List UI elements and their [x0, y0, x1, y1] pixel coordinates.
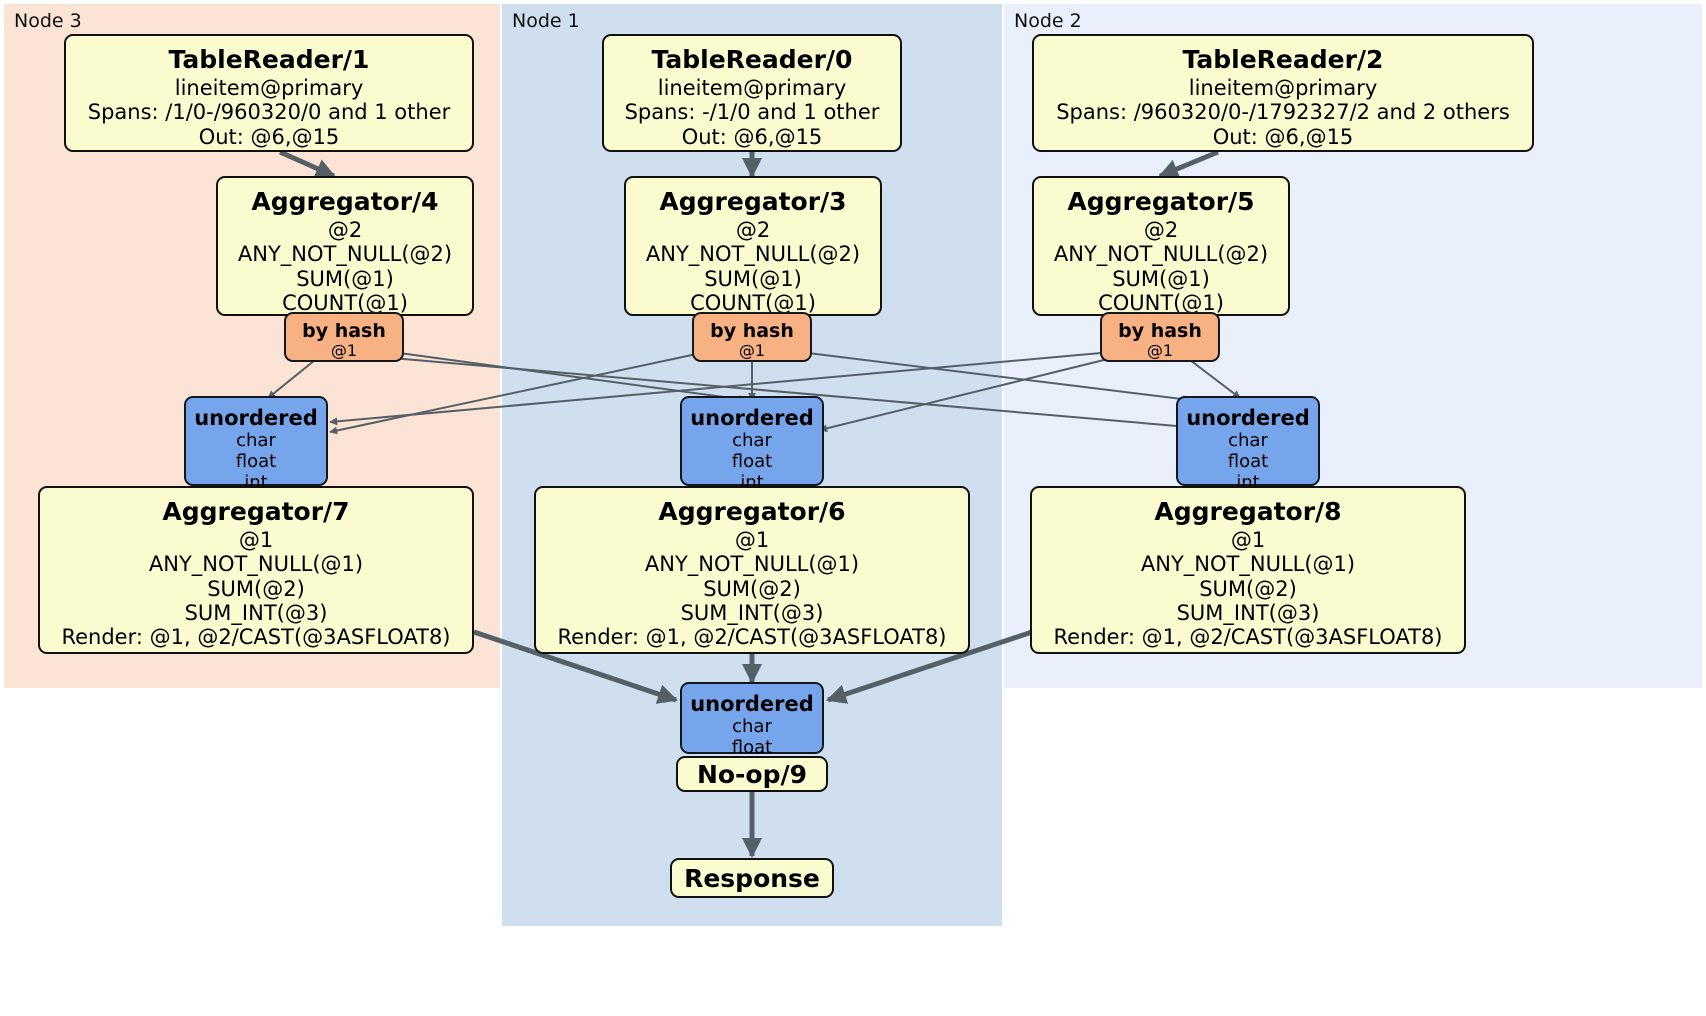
node-title: TableReader/0: [651, 45, 853, 74]
node-title: unordered: [194, 406, 318, 430]
edge-hashL-unorderedC: [391, 351, 747, 403]
edge-hashL-unorderedL: [267, 359, 316, 399]
node-line: ANY_NOT_NULL(@1): [1140, 552, 1356, 577]
node-unordered-left[interactable]: unordered char float int: [184, 396, 328, 493]
node-line: SUM(@2): [207, 576, 305, 601]
node-line: @2: [1143, 218, 1179, 242]
node-line: lineitem@primary: [1188, 76, 1378, 100]
node-line: char: [732, 430, 772, 452]
node-line: SUM(@2): [1199, 576, 1297, 601]
node-title: by hash: [710, 320, 794, 342]
node-title: Aggregator/5: [1067, 187, 1255, 216]
node-line: Spans: /1/0-/960320/0 and 1 other: [87, 100, 451, 125]
node-line: SUM(@1): [296, 266, 394, 291]
edge-hashR-unorderedL: [329, 351, 1113, 426]
node-line: Spans: -/1/0 and 1 other: [624, 100, 880, 125]
node-aggregator-3[interactable]: Aggregator/3 @2 ANY_NOT_NULL(@2) SUM(@1)…: [624, 176, 882, 316]
node-line: SUM_INT(@3): [1176, 601, 1320, 626]
node-aggregator-8[interactable]: Aggregator/8 @1 ANY_NOT_NULL(@1) SUM(@2)…: [1030, 486, 1466, 654]
node-noop-9[interactable]: No-op/9: [676, 756, 828, 792]
node-line: COUNT(@1): [690, 291, 816, 316]
node-title: TableReader/2: [1182, 45, 1384, 74]
node-line: lineitem@primary: [174, 76, 364, 100]
node-line: Spans: /960320/0-/1792327/2 and 2 others: [1056, 100, 1510, 125]
node-line: ANY_NOT_NULL(@2): [645, 242, 861, 267]
node-title: by hash: [302, 320, 386, 342]
edge-hashC-unorderedR: [799, 351, 1191, 404]
node-line: float: [1227, 451, 1269, 473]
node-line: float: [731, 737, 773, 759]
node-by-hash-left[interactable]: by hash @1: [284, 312, 404, 362]
node-line: float: [235, 451, 277, 473]
node-title: unordered: [1186, 406, 1310, 430]
node-line: ANY_NOT_NULL(@1): [644, 552, 860, 577]
node-line: SUM(@2): [703, 576, 801, 601]
edge-agg7-unordered-final: [473, 629, 678, 704]
panel-node-2-label: Node 2: [1014, 10, 1082, 32]
node-line: @1: [734, 528, 770, 552]
node-line: SUM(@1): [704, 266, 802, 291]
edge-hashR-unorderedC: [819, 357, 1113, 433]
node-aggregator-6[interactable]: Aggregator/6 @1 ANY_NOT_NULL(@1) SUM(@2)…: [534, 486, 970, 654]
node-title: Aggregator/4: [251, 187, 439, 216]
node-title: Aggregator/3: [659, 187, 847, 216]
node-line: @1: [1146, 341, 1174, 361]
node-title: No-op/9: [696, 759, 808, 789]
node-title: Aggregator/8: [1154, 497, 1342, 526]
node-unordered-center[interactable]: unordered char float int: [680, 396, 824, 493]
node-aggregator-5[interactable]: Aggregator/5 @2 ANY_NOT_NULL(@2) SUM(@1)…: [1032, 176, 1290, 316]
node-line: lineitem@primary: [657, 76, 847, 100]
node-line: SUM_INT(@3): [184, 601, 328, 626]
node-line: Render: @1, @2/CAST(@3ASFLOAT8): [1053, 625, 1443, 650]
node-line: SUM_INT(@3): [680, 601, 824, 626]
edge-tr1-agg4: [278, 149, 336, 179]
node-title: Response: [684, 863, 820, 893]
edge-hashR-unorderedR: [1189, 359, 1241, 399]
node-line: char: [732, 716, 772, 738]
node-line: SUM(@1): [1112, 266, 1210, 291]
node-title: Aggregator/6: [658, 497, 846, 526]
edge-hashL-unorderedR: [391, 357, 1247, 436]
node-line: Out: @6,@15: [681, 124, 823, 149]
node-tablereader-2[interactable]: TableReader/2 lineitem@primary Spans: /9…: [1032, 34, 1534, 152]
node-line: ANY_NOT_NULL(@1): [148, 552, 364, 577]
node-line: @1: [330, 341, 358, 361]
edge-hashC-unorderedL: [329, 351, 707, 435]
node-line: float: [731, 451, 773, 473]
node-line: COUNT(@1): [1098, 291, 1224, 316]
node-title: TableReader/1: [168, 45, 370, 74]
node-line: char: [236, 430, 276, 452]
node-title: by hash: [1118, 320, 1202, 342]
node-line: @1: [238, 528, 274, 552]
node-line: COUNT(@1): [282, 291, 408, 316]
node-response[interactable]: Response: [670, 858, 834, 898]
edge-tr2-agg5: [1158, 149, 1219, 179]
node-by-hash-right[interactable]: by hash @1: [1100, 312, 1220, 362]
node-line: Out: @6,@15: [198, 124, 340, 149]
node-line: @1: [738, 341, 766, 361]
node-unordered-final[interactable]: unordered char float: [680, 682, 824, 758]
node-line: Render: @1, @2/CAST(@3ASFLOAT8): [61, 625, 451, 650]
node-line: ANY_NOT_NULL(@2): [1053, 242, 1269, 267]
edge-agg8-unordered-final: [826, 629, 1033, 704]
node-title: unordered: [690, 692, 814, 716]
node-line: @1: [1230, 528, 1266, 552]
node-line: ANY_NOT_NULL(@2): [237, 242, 453, 267]
node-unordered-right[interactable]: unordered char float int: [1176, 396, 1320, 493]
panel-node-1-label: Node 1: [512, 10, 580, 32]
node-line: @2: [327, 218, 363, 242]
node-tablereader-1[interactable]: TableReader/1 lineitem@primary Spans: /1…: [64, 34, 474, 152]
node-line: Render: @1, @2/CAST(@3ASFLOAT8): [557, 625, 947, 650]
node-aggregator-4[interactable]: Aggregator/4 @2 ANY_NOT_NULL(@2) SUM(@1)…: [216, 176, 474, 316]
node-title: unordered: [690, 406, 814, 430]
node-title: Aggregator/7: [162, 497, 350, 526]
node-tablereader-0[interactable]: TableReader/0 lineitem@primary Spans: -/…: [602, 34, 902, 152]
panel-node-3-label: Node 3: [14, 10, 82, 32]
node-line: char: [1228, 430, 1268, 452]
node-aggregator-7[interactable]: Aggregator/7 @1 ANY_NOT_NULL(@1) SUM(@2)…: [38, 486, 474, 654]
node-line: @2: [735, 218, 771, 242]
node-by-hash-center[interactable]: by hash @1: [692, 312, 812, 362]
node-line: Out: @6,@15: [1212, 124, 1354, 149]
